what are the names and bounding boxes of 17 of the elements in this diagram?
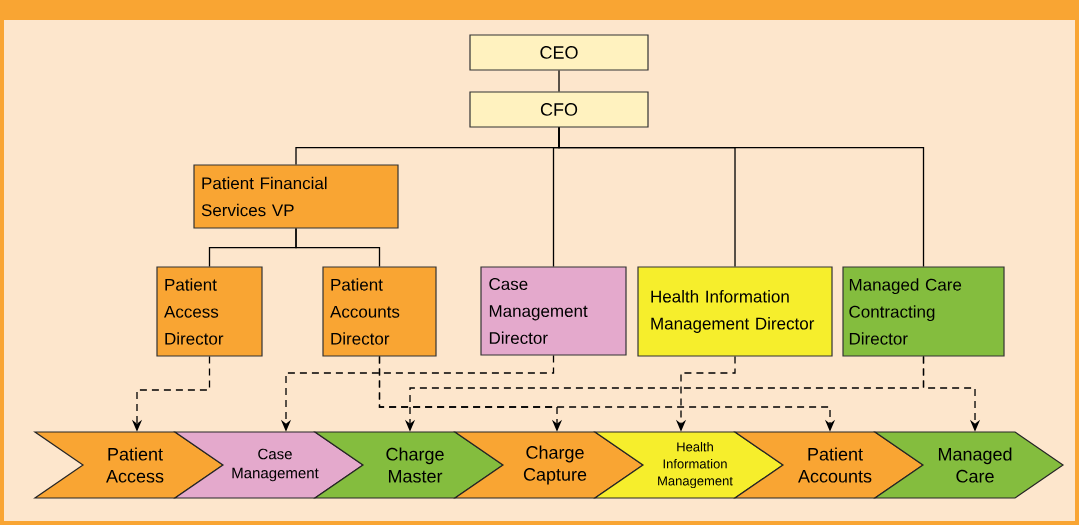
role-box: Patient Accounts Director [322,266,437,357]
connector-line [558,69,560,93]
connector-line [558,126,925,268]
process-step: Health Information Management [593,431,785,499]
process-step: Managed Care [873,431,1065,499]
connector-line [295,227,381,268]
title-box: CFO [469,91,649,128]
title-box: CEO [469,34,649,71]
role-box: Case Management Director [480,266,627,356]
role-box: Managed Care Contracting Director [842,266,1005,357]
role-box: Patient Access Director [156,266,263,357]
process-step: Case Management [173,431,365,499]
process-step: Patient Accounts [733,431,925,499]
process-step: Patient Access [33,431,225,499]
role-box: Patient Financial Services VP [193,164,399,229]
process-step: Charge Capture [453,431,645,499]
role-box: Health Information Management Director [637,266,833,357]
